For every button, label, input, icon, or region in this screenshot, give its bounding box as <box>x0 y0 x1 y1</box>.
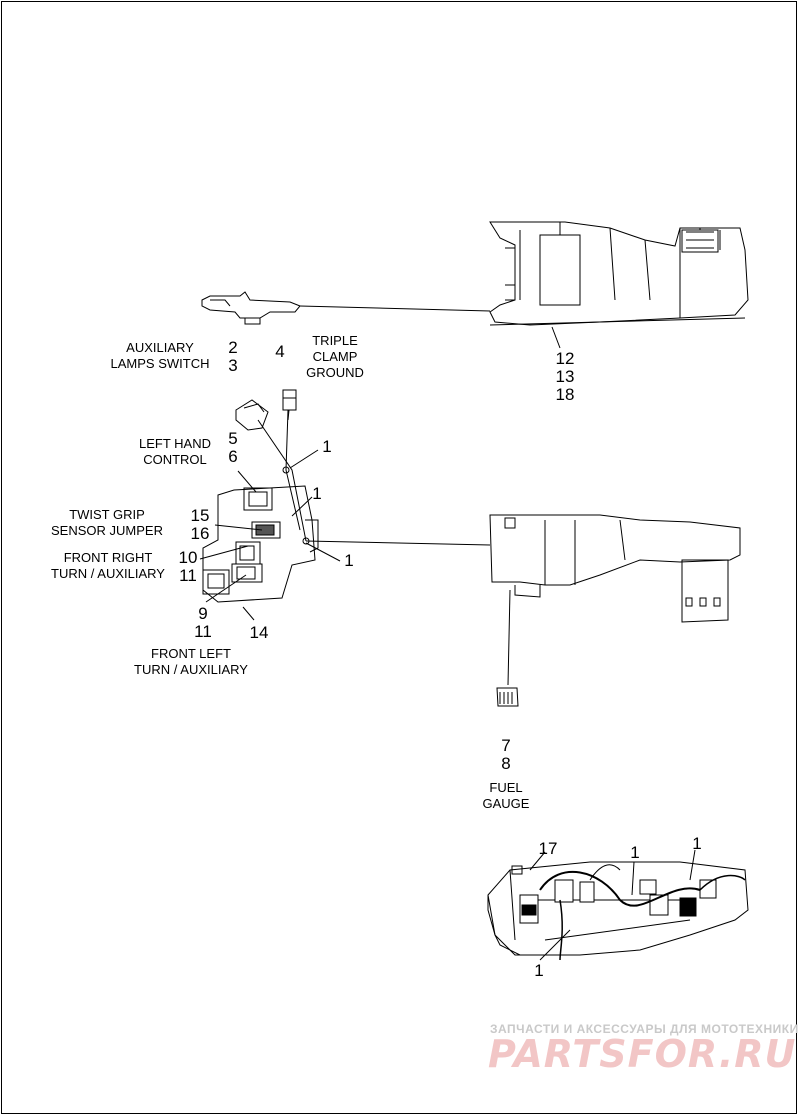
auxiliary-switch-part <box>235 399 269 431</box>
watermark-tagline: ЗАПЧАСТИ И АКСЕССУАРЫ ДЛЯ МОТОТЕХНИКИ <box>490 1022 799 1036</box>
detail-view-harness <box>487 861 749 961</box>
fuel-gauge-connector <box>496 589 519 707</box>
callout-group-10-11: 10 11 <box>174 549 202 585</box>
upper-harness-bracket <box>489 221 749 326</box>
callout-group-7-8: 7 8 <box>494 737 518 773</box>
leader-lines <box>199 326 696 961</box>
callout-group-5-6: 5 6 <box>222 430 244 466</box>
callout-10: 10 <box>178 548 198 567</box>
callout-14: 14 <box>249 623 269 642</box>
callout-1-upper: 1 <box>312 484 322 503</box>
callout-11-right: 11 <box>179 566 197 585</box>
callout-1-detail-mid: 1 <box>630 843 640 862</box>
callout-1-ground: 1 <box>322 437 332 456</box>
callout-16: 16 <box>190 524 210 543</box>
label-left-hand-control: LEFT HAND CONTROL <box>139 436 211 467</box>
callout-17: 17 <box>538 839 558 858</box>
callout-2: 2 <box>228 338 238 357</box>
callout-13: 13 <box>555 367 575 386</box>
connector-wires <box>257 409 491 546</box>
label-front-right-turn-auxiliary: FRONT RIGHT TURN / AUXILIARY <box>51 550 165 581</box>
upper-wire <box>201 291 491 325</box>
callout-9: 9 <box>198 604 208 623</box>
label-auxiliary-lamps-switch: AUXILIARY LAMPS SWITCH <box>110 340 210 371</box>
callout-18: 18 <box>555 385 575 404</box>
label-triple-clamp-ground: TRIPLE CLAMP GROUND <box>306 333 364 380</box>
callout-1-detail-right: 1 <box>692 834 702 853</box>
callout-group-2-3: 2 3 <box>222 339 244 375</box>
left-connector-cluster <box>202 485 319 603</box>
callout-group-9-11: 9 11 <box>190 605 216 641</box>
label-front-left-turn-auxiliary: FRONT LEFT TURN / AUXILIARY <box>134 646 248 677</box>
watermark-logo: PARTSFOR.RU <box>488 1032 797 1076</box>
callout-1-lower: 1 <box>344 551 354 570</box>
callout-6: 6 <box>228 447 238 466</box>
callout-12: 12 <box>555 349 575 368</box>
callout-3: 3 <box>228 356 238 375</box>
callout-5: 5 <box>228 429 238 448</box>
callout-7: 7 <box>501 736 511 755</box>
callout-group-12-13-18: 12 13 18 <box>550 350 580 404</box>
callout-11-left: 11 <box>194 622 212 641</box>
triple-clamp-ground-part <box>282 389 297 421</box>
lower-harness-bracket <box>489 514 741 623</box>
label-fuel-gauge: FUEL GAUGE <box>482 780 530 811</box>
callout-1-detail-bottom: 1 <box>534 961 544 980</box>
callout-group-15-16: 15 16 <box>186 507 214 543</box>
label-twist-grip-sensor-jumper: TWIST GRIP SENSOR JUMPER <box>51 507 163 538</box>
callout-4: 4 <box>275 342 285 361</box>
callout-8: 8 <box>501 754 511 773</box>
callout-15: 15 <box>190 506 210 525</box>
